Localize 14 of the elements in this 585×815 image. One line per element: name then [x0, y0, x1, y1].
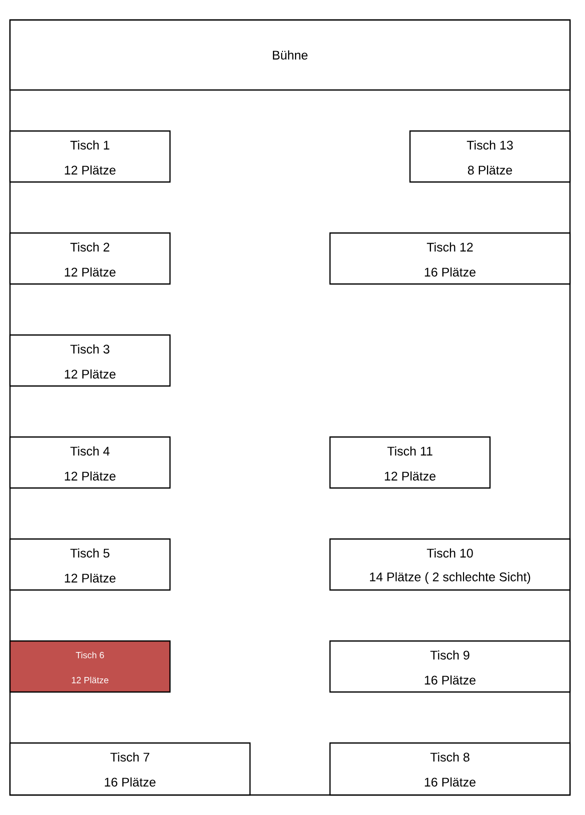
table-box: Tisch 4 12 Plätze: [9, 436, 171, 489]
table-box: Tisch 12 16 Plätze: [329, 232, 571, 285]
table-box: Tisch 11 12 Plätze: [329, 436, 491, 489]
table-box: Tisch 10 14 Plätze ( 2 schlechte Sicht): [329, 538, 571, 591]
table-box: Tisch 13 8 Plätze: [409, 130, 571, 183]
table-box: Tisch 9 16 Plätze: [329, 640, 571, 693]
table-box: Tisch 2 12 Plätze: [9, 232, 171, 285]
table-box: Tisch 3 12 Plätze: [9, 334, 171, 387]
table-box: Tisch 5 12 Plätze: [9, 538, 171, 591]
table-box: Tisch 1 12 Plätze: [9, 130, 171, 183]
stage-box: Bühne: [9, 19, 571, 91]
table-box: Tisch 7 16 Plätze: [9, 742, 251, 796]
table-box: Tisch 6 12 Plätze: [9, 640, 171, 693]
table-box: Tisch 8 16 Plätze: [329, 742, 571, 796]
